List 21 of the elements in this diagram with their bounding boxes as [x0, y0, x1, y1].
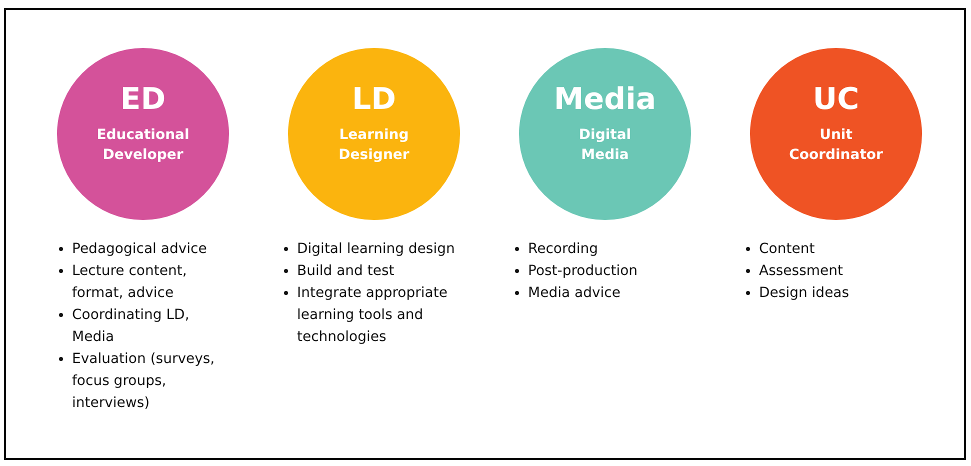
bullet-item: Coordinating LD, Media	[58, 304, 233, 348]
bullet-item: Build and test	[283, 260, 468, 282]
bullet-item: Content	[745, 238, 915, 260]
role-abbreviation: ED	[120, 82, 166, 116]
role-abbreviation: UC	[812, 82, 860, 116]
bullet-item: Design ideas	[745, 282, 915, 304]
bullet-item: Integrate appropriate learning tools and technologies	[283, 282, 468, 348]
role-title: Educational Developer	[96, 126, 190, 164]
role-title: Learning Designer	[338, 126, 410, 164]
bullet-item: Digital learning design	[283, 238, 468, 260]
bullet-item: Post-production	[514, 260, 684, 282]
bullet-item: Assessment	[745, 260, 915, 282]
bullet-item: Media advice	[514, 282, 684, 304]
role-abbreviation: LD	[352, 82, 396, 116]
bullet-item: Pedagogical advice	[58, 238, 233, 260]
role-title: Digital Media	[578, 126, 632, 164]
role-title: Unit Coordinator	[788, 126, 884, 164]
bullet-item: Recording	[514, 238, 684, 260]
bullet-item: Evaluation (surveys, focus groups, interviews)	[58, 348, 233, 414]
role-abbreviation: Media	[554, 82, 656, 116]
bullet-item: Lecture content, format, advice	[58, 260, 233, 304]
